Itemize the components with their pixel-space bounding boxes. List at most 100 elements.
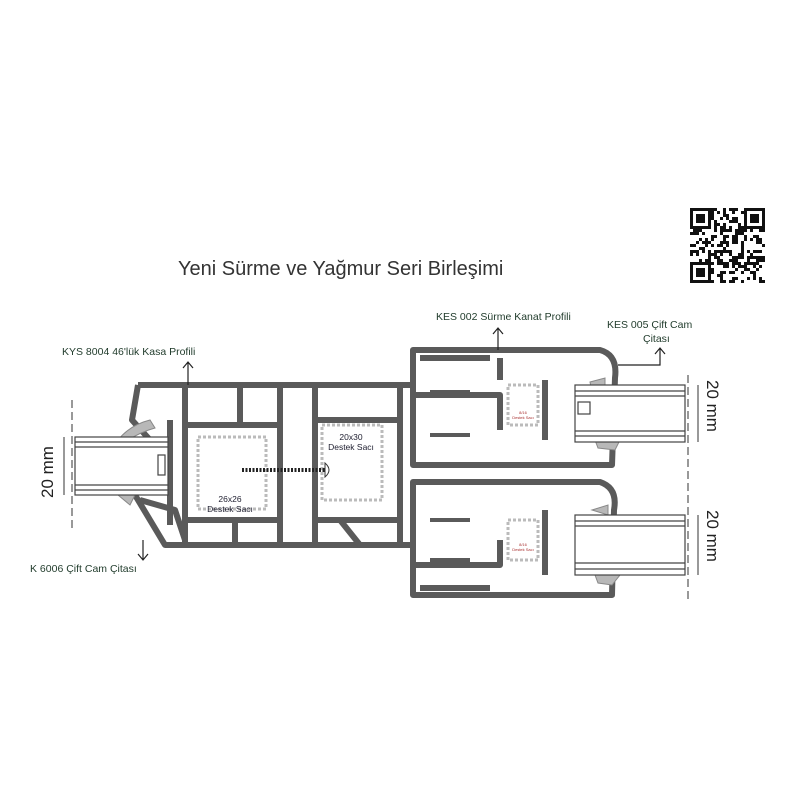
- leader-sash-profile: [492, 327, 504, 350]
- qr-module: [696, 268, 699, 271]
- screw: [242, 461, 330, 479]
- qr-module: [708, 208, 711, 211]
- qr-module: [723, 241, 726, 244]
- qr-module: [762, 280, 765, 283]
- qr-module: [762, 223, 765, 226]
- support-small-name: Destek Sacı: [512, 547, 534, 552]
- qr-module: [690, 220, 693, 223]
- qr-module: [747, 256, 750, 259]
- qr-module: [693, 208, 696, 211]
- qr-module: [723, 235, 726, 238]
- qr-module: [753, 271, 756, 274]
- qr-module: [735, 208, 738, 211]
- frame-profile-outline: [129, 382, 410, 548]
- qr-module: [708, 277, 711, 280]
- qr-module: [747, 262, 750, 265]
- qr-module: [717, 244, 720, 247]
- qr-module: [726, 250, 729, 253]
- qr-module: [690, 223, 693, 226]
- qr-module: [756, 241, 759, 244]
- qr-module: [696, 280, 699, 283]
- qr-module: [720, 262, 723, 265]
- label-support-mid: 20x30 Destek Sacı: [320, 432, 382, 452]
- qr-module: [753, 226, 756, 229]
- qr-module: [714, 220, 717, 223]
- qr-module: [705, 262, 708, 265]
- label-sash-bead-1: KES 005 Çift Cam: [607, 319, 693, 331]
- qr-module: [714, 223, 717, 226]
- qr-module: [750, 271, 753, 274]
- qr-module: [705, 280, 708, 283]
- qr-module: [696, 226, 699, 229]
- qr-module: [726, 217, 729, 220]
- qr-module: [723, 229, 726, 232]
- qr-module: [723, 247, 726, 250]
- qr-module: [750, 226, 753, 229]
- qr-module: [753, 214, 756, 217]
- qr-module: [711, 253, 714, 256]
- qr-module: [726, 214, 729, 217]
- qr-module: [699, 262, 702, 265]
- qr-module: [756, 250, 759, 253]
- qr-module: [690, 250, 693, 253]
- qr-module: [753, 256, 756, 259]
- qr-module: [699, 259, 702, 262]
- qr-module: [699, 280, 702, 283]
- qr-module: [744, 238, 747, 241]
- qr-module: [699, 238, 702, 241]
- qr-module: [747, 277, 750, 280]
- qr-module: [699, 214, 702, 217]
- qr-module: [729, 229, 732, 232]
- label-support-small-top: 8/16 Destek Sacı: [508, 410, 538, 420]
- qr-module: [705, 238, 708, 241]
- qr-module: [693, 226, 696, 229]
- qr-module: [759, 238, 762, 241]
- qr-module: [753, 235, 756, 238]
- dimension-right-glass-top: 20 mm: [703, 380, 722, 432]
- qr-module: [741, 253, 744, 256]
- qr-module: [717, 262, 720, 265]
- qr-module: [693, 280, 696, 283]
- qr-module: [744, 235, 747, 238]
- qr-module: [756, 220, 759, 223]
- qr-module: [708, 226, 711, 229]
- qr-module: [759, 208, 762, 211]
- qr-module: [747, 268, 750, 271]
- qr-module: [717, 223, 720, 226]
- qr-module: [732, 208, 735, 211]
- qr-module: [723, 214, 726, 217]
- qr-module: [702, 280, 705, 283]
- qr-module: [750, 253, 753, 256]
- qr-module: [759, 241, 762, 244]
- qr-module: [723, 211, 726, 214]
- qr-module: [708, 280, 711, 283]
- qr-module: [729, 208, 732, 211]
- qr-module: [750, 220, 753, 223]
- qr-module: [756, 214, 759, 217]
- qr-module: [702, 247, 705, 250]
- qr-module: [756, 256, 759, 259]
- qr-module: [756, 226, 759, 229]
- qr-module: [735, 256, 738, 259]
- qr-module: [708, 220, 711, 223]
- qr-module: [738, 223, 741, 226]
- qr-module: [762, 226, 765, 229]
- qr-module: [735, 268, 738, 271]
- qr-module: [750, 208, 753, 211]
- qr-module: [696, 250, 699, 253]
- qr-module: [711, 244, 714, 247]
- qr-module: [693, 262, 696, 265]
- qr-module: [711, 262, 714, 265]
- qr-module: [762, 256, 765, 259]
- qr-module: [714, 208, 717, 211]
- qr-module: [762, 214, 765, 217]
- qr-module: [735, 262, 738, 265]
- qr-module: [759, 229, 762, 232]
- qr-module: [714, 235, 717, 238]
- qr-module: [696, 274, 699, 277]
- qr-module: [720, 229, 723, 232]
- qr-module: [708, 265, 711, 268]
- qr-module: [732, 256, 735, 259]
- qr-module: [717, 250, 720, 253]
- qr-module: [699, 229, 702, 232]
